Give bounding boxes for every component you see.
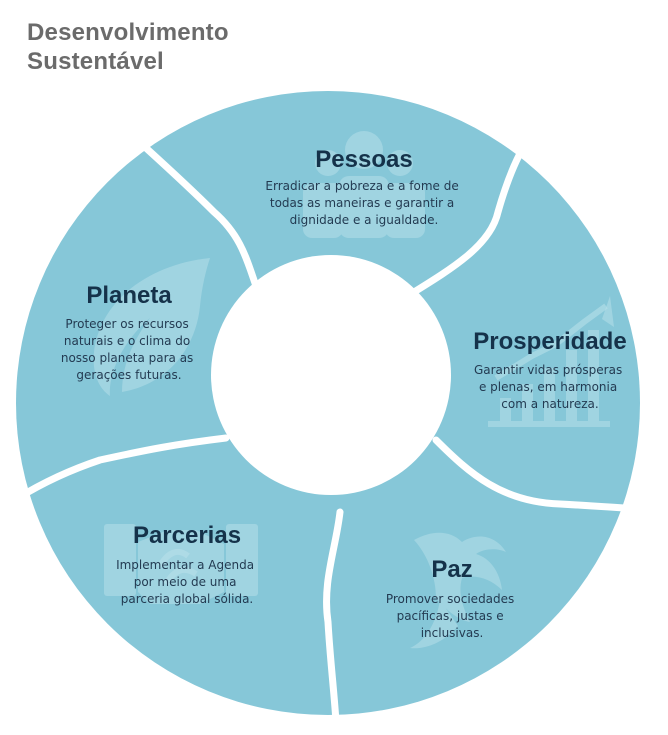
desc-line: dignidade e a igualdade.	[290, 213, 439, 227]
segment-paz: Paz Promover sociedades pacíficas, justa…	[386, 556, 518, 640]
growth-chart-icon	[488, 296, 614, 427]
dove-icon	[410, 532, 506, 649]
desc-line: naturais e o clima do	[64, 334, 190, 348]
segment-planeta: Planeta Proteger os recursos naturais e …	[61, 282, 197, 382]
leaf-icon	[93, 258, 210, 396]
segment-description: Erradicar a pobreza e a fome de todas as…	[265, 179, 462, 227]
desc-line: Implementar a Agenda	[116, 558, 254, 572]
title-line-2: Sustentável	[27, 48, 164, 75]
desc-line: Promover sociedades	[386, 592, 514, 606]
segment-description: Implementar a Agenda por meio de uma par…	[116, 558, 258, 606]
desc-line: gerações futuras.	[76, 368, 181, 382]
wheel-center	[211, 255, 451, 495]
page-title: Desenvolvimento Sustentável	[27, 18, 229, 76]
segment-title: Parcerias	[133, 522, 241, 549]
people-icon	[303, 131, 425, 238]
segment-title: Pessoas	[315, 146, 412, 173]
segment-description: Garantir vidas prósperas e plenas, em ha…	[474, 363, 626, 411]
desc-line: Erradicar a pobreza e a fome de	[265, 179, 458, 193]
segment-description: Proteger os recursos naturais e o clima …	[61, 317, 197, 382]
desc-line: nosso planeta para as	[61, 351, 193, 365]
desc-line: Garantir vidas prósperas	[474, 363, 622, 377]
segment-parcerias: Parcerias Implementar a Agenda por meio …	[116, 522, 258, 606]
segment-prosperidade: Prosperidade Garantir vidas prósperas e …	[473, 328, 626, 411]
desc-line: inclusivas.	[421, 626, 484, 640]
desc-line: com a natureza.	[501, 397, 598, 411]
handshake-icon	[104, 524, 258, 604]
desc-line: por meio de uma	[134, 575, 237, 589]
desc-line: todas as maneiras e garantir a	[270, 196, 454, 210]
segment-title: Paz	[431, 556, 472, 583]
segment-title: Prosperidade	[473, 328, 626, 355]
segment-title: Planeta	[86, 282, 172, 309]
desc-line: pacíficas, justas e	[397, 609, 504, 623]
title-line-1: Desenvolvimento	[27, 19, 229, 46]
desc-line: Proteger os recursos	[65, 317, 188, 331]
desc-line: e plenas, em harmonia	[479, 380, 617, 394]
segment-separators	[14, 144, 658, 726]
desc-line: parceria global sólida.	[121, 592, 254, 606]
segment-description: Promover sociedades pacíficas, justas e …	[386, 592, 518, 640]
segment-pessoas: Pessoas Erradicar a pobreza e a fome de …	[265, 146, 462, 227]
